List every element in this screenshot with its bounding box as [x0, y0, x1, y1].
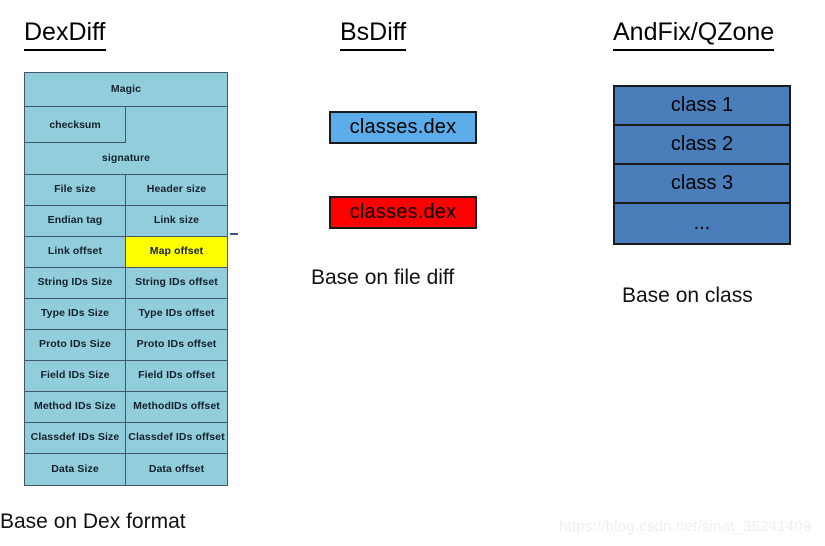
dex-cell-map-offset: Map offset: [126, 237, 227, 267]
dex-cell-method-ids-size: Method IDs Size: [25, 392, 126, 422]
table-row: File size Header size: [25, 175, 227, 206]
bsdiff-panel-title: BsDiff: [340, 20, 407, 51]
dex-cell-string-ids-size: String IDs Size: [25, 268, 126, 298]
watermark: https://blog.csdn.net/sinat_35241409: [559, 518, 812, 535]
dex-cell-file-size: File size: [25, 175, 126, 205]
dexdiff-panel-title: DexDiff: [24, 20, 106, 51]
bsdiff-patched-file-box: classes.dex: [329, 196, 477, 229]
table-row: Magic: [25, 73, 227, 107]
table-row: Method IDs Size MethodIDs offset: [25, 392, 227, 423]
dex-cell-method-ids-offset: MethodIDs offset: [126, 392, 227, 422]
class-stack: class 1 class 2 class 3 ...: [613, 85, 791, 245]
dex-cell-type-ids-size: Type IDs Size: [25, 299, 126, 329]
table-row: Type IDs Size Type IDs offset: [25, 299, 227, 330]
dex-cell-header-size: Header size: [126, 175, 227, 205]
table-row: Field IDs Size Field IDs offset: [25, 361, 227, 392]
map-offset-pointer-tick: [230, 233, 238, 235]
dex-cell-string-ids-offset: String IDs offset: [126, 268, 227, 298]
dex-cell-proto-ids-size: Proto IDs Size: [25, 330, 126, 360]
dex-cell-data-size: Data Size: [25, 454, 126, 485]
table-row: Link offset Map offset: [25, 237, 227, 268]
bsdiff-caption: Base on file diff: [311, 266, 455, 289]
dex-cell-endian-tag: Endian tag: [25, 206, 126, 236]
table-row: signature: [25, 143, 227, 175]
list-item: class 3: [615, 165, 789, 204]
table-row: String IDs Size String IDs offset: [25, 268, 227, 299]
bsdiff-panel-title-text: BsDiff: [340, 20, 407, 51]
andfix-panel-title: AndFix/QZone: [613, 20, 775, 51]
dex-cell-classdef-ids-size: Classdef IDs Size: [25, 423, 126, 453]
dex-cell-link-size: Link size: [126, 206, 227, 236]
dex-cell-signature: signature: [25, 143, 227, 174]
dex-cell-magic: Magic: [25, 73, 227, 106]
list-item: class 2: [615, 126, 789, 165]
table-row: Endian tag Link size: [25, 206, 227, 237]
list-item-ellipsis: ...: [615, 204, 789, 243]
dex-cell-field-ids-size: Field IDs Size: [25, 361, 126, 391]
dexdiff-caption: Base on Dex format: [0, 510, 186, 533]
andfix-caption: Base on class: [622, 284, 753, 307]
dex-cell-data-offset: Data offset: [126, 454, 227, 485]
bsdiff-original-file-box: classes.dex: [329, 111, 477, 144]
dex-cell-type-ids-offset: Type IDs offset: [126, 299, 227, 329]
dex-cell-checksum: checksum: [25, 107, 126, 143]
andfix-panel-title-text: AndFix/QZone: [613, 20, 775, 51]
table-row: Proto IDs Size Proto IDs offset: [25, 330, 227, 361]
dex-format-table: Magic checksum signature File size Heade…: [24, 72, 228, 486]
dex-checksum-wrap: checksum: [25, 107, 227, 143]
dex-cell-proto-ids-offset: Proto IDs offset: [126, 330, 227, 360]
table-row: checksum: [25, 107, 227, 143]
list-item: class 1: [615, 87, 789, 126]
dexdiff-panel-title-text: DexDiff: [24, 20, 106, 51]
table-row: Classdef IDs Size Classdef IDs offset: [25, 423, 227, 454]
dex-cell-field-ids-offset: Field IDs offset: [126, 361, 227, 391]
dex-cell-checksum-blank: [126, 107, 227, 143]
dex-cell-link-offset: Link offset: [25, 237, 126, 267]
dex-cell-classdef-ids-offset: Classdef IDs offset: [126, 423, 227, 453]
table-row: Data Size Data offset: [25, 454, 227, 485]
